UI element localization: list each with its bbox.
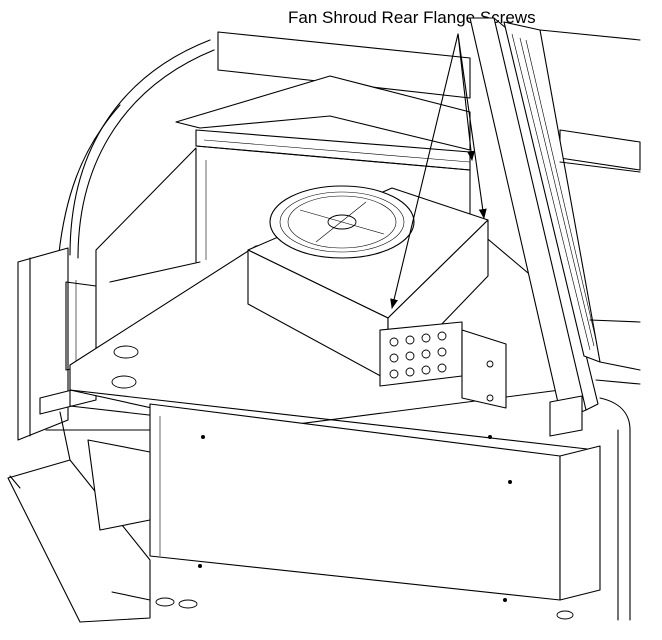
left-drip-tray (7, 411, 151, 623)
arrow-to-screw-3 (390, 33, 459, 309)
arrow-to-screw-1 (457, 33, 475, 161)
callout-arrows (390, 33, 487, 309)
mounting-plate (379, 321, 507, 409)
right-rails (559, 161, 641, 621)
plate-holes (389, 331, 494, 402)
interior-walls (65, 145, 471, 371)
glass-frame-post (469, 17, 641, 437)
arrow-to-screw-2 (457, 33, 487, 219)
left-end-panel (17, 247, 97, 441)
lower-cabinet (149, 403, 601, 620)
shelf-sheets (175, 31, 641, 171)
left-canopy-end (57, 39, 215, 263)
